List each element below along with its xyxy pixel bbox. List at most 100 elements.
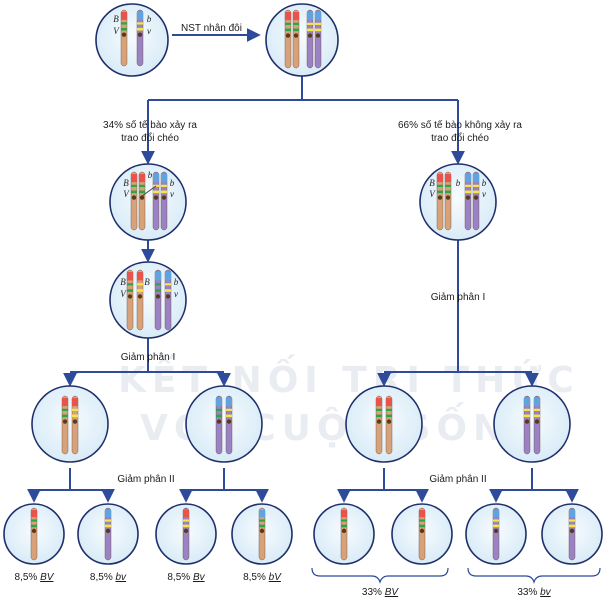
gene-label: b [147,14,152,24]
centromere [127,294,133,299]
centromere [137,294,143,299]
centromere [72,419,78,424]
centromere [121,32,127,37]
centromere [62,419,68,424]
gene-label: b [456,178,461,188]
watermark-line-1: KẾT NỐI TRI THỨC [118,354,580,401]
centromere [534,419,540,424]
meiosis2-right-label: Giảm phân II [429,474,486,485]
labels: NST nhân đôi 34% số tế bào xảy ra trao đ… [103,23,522,485]
gene-label: v [147,26,151,36]
centromere [524,419,530,424]
cell-mi-4 [493,385,571,463]
cell-membrane [345,385,423,463]
centromere [137,32,143,37]
split-connector [148,73,458,101]
centromere [307,33,313,38]
cell-membrane [95,3,169,77]
cell-membrane [31,385,109,463]
gamete-7 [465,503,527,565]
centromere [216,419,222,424]
centromere [419,528,425,534]
gene-label: V [123,189,130,199]
mii-connector-1 [34,468,108,491]
cell-membrane [109,261,187,339]
gene-label: v [482,189,486,199]
centromere [259,528,265,534]
gene-label: B [113,14,119,24]
mii-connector-3 [344,468,422,491]
replication-label: NST nhân đôi [181,23,242,34]
left-branch-label-2: trao đổi chéo [121,132,179,144]
cell-membrane [493,385,571,463]
gamete-6 [391,503,453,565]
centromere [139,195,145,200]
gene-label: B [429,178,435,188]
gene-label: V [113,26,120,36]
centromere [386,419,392,424]
brace-33-left [311,567,449,584]
connectors [27,28,601,584]
centromere [493,528,499,534]
centromere [473,195,479,200]
gamete-5 [313,503,375,565]
centromere [105,528,111,534]
left-branch-label-1: 34% số tế bào xảy ra [103,119,197,131]
result-4: 8,5% bV [243,572,282,583]
gamete-3 [155,503,217,565]
result-6: 33% bv [517,587,551,598]
centromere [183,528,189,534]
gene-label: B [144,277,150,287]
meiosis1-left-label: Giảm phân I [121,352,175,363]
centromere [155,294,161,299]
centromere [437,195,443,200]
right-branch-label-1: 66% số tế bào không xảy ra [398,119,522,131]
right-meiosis1-connector [384,240,532,373]
gene-label: b [170,178,175,188]
gamete-1 [3,503,65,565]
left-meiosis1-connector [70,338,224,373]
gene-label: v [170,189,174,199]
gene-label: B [123,178,129,188]
gene-label: b [482,178,487,188]
gene-label: b [148,170,153,180]
result-3: 8,5% Bv [167,572,205,583]
centromere [226,419,232,424]
result-5: 33% BV [362,587,399,598]
gene-label: V [120,289,127,299]
cell-mi-2 [185,385,263,463]
centromere [31,528,37,534]
centromere [569,528,575,534]
centromere [293,33,299,38]
cell-membrane [265,3,339,77]
result-1: 8,5% BV [15,572,55,583]
gene-label: b [174,277,179,287]
centromere [341,528,347,534]
centromere [165,294,171,299]
gene-label: V [429,189,436,199]
centromere [131,195,137,200]
cell-mi-1 [31,385,109,463]
cell-membrane [419,163,497,241]
centromere [445,195,451,200]
brace-33-right [467,567,601,584]
cell-replicated [265,3,339,77]
cell-mi-3 [345,385,423,463]
cell-membrane [185,385,263,463]
mii-connector-4 [496,468,572,491]
gamete-2 [77,503,139,565]
gamete-8 [541,503,603,565]
gene-label: B [120,277,126,287]
meiosis2-left-label: Giảm phân II [117,474,174,485]
centromere [285,33,291,38]
mii-connector-2 [186,468,262,491]
centromere [153,195,159,200]
centromere [376,419,382,424]
